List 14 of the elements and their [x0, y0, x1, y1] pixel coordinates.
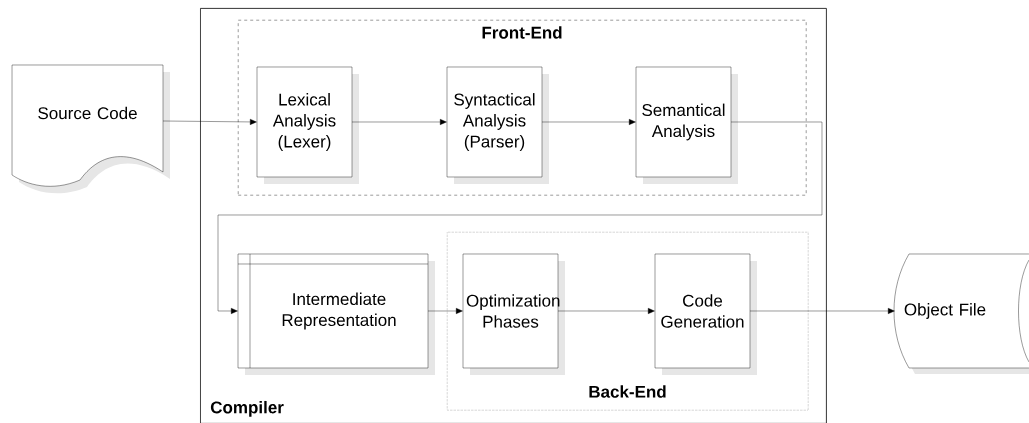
node-label: Object File — [904, 303, 986, 319]
arrow — [351, 119, 447, 125]
arrow — [557, 308, 655, 314]
process-box: Lexical Analysis (Lexer) — [256, 66, 359, 184]
arrow — [427, 308, 463, 314]
process-box: Syntactical Analysis (Parser) — [446, 66, 549, 184]
arrow — [749, 308, 895, 314]
process-box: Semantical Analysis — [635, 66, 738, 184]
storage-box: Intermediate Representation — [237, 253, 435, 375]
process-box: Code Generation — [654, 253, 757, 375]
arrow — [162, 119, 257, 125]
arrow — [217, 121, 823, 314]
process-box: Optimization Phases — [462, 253, 565, 375]
arrow — [541, 119, 636, 125]
